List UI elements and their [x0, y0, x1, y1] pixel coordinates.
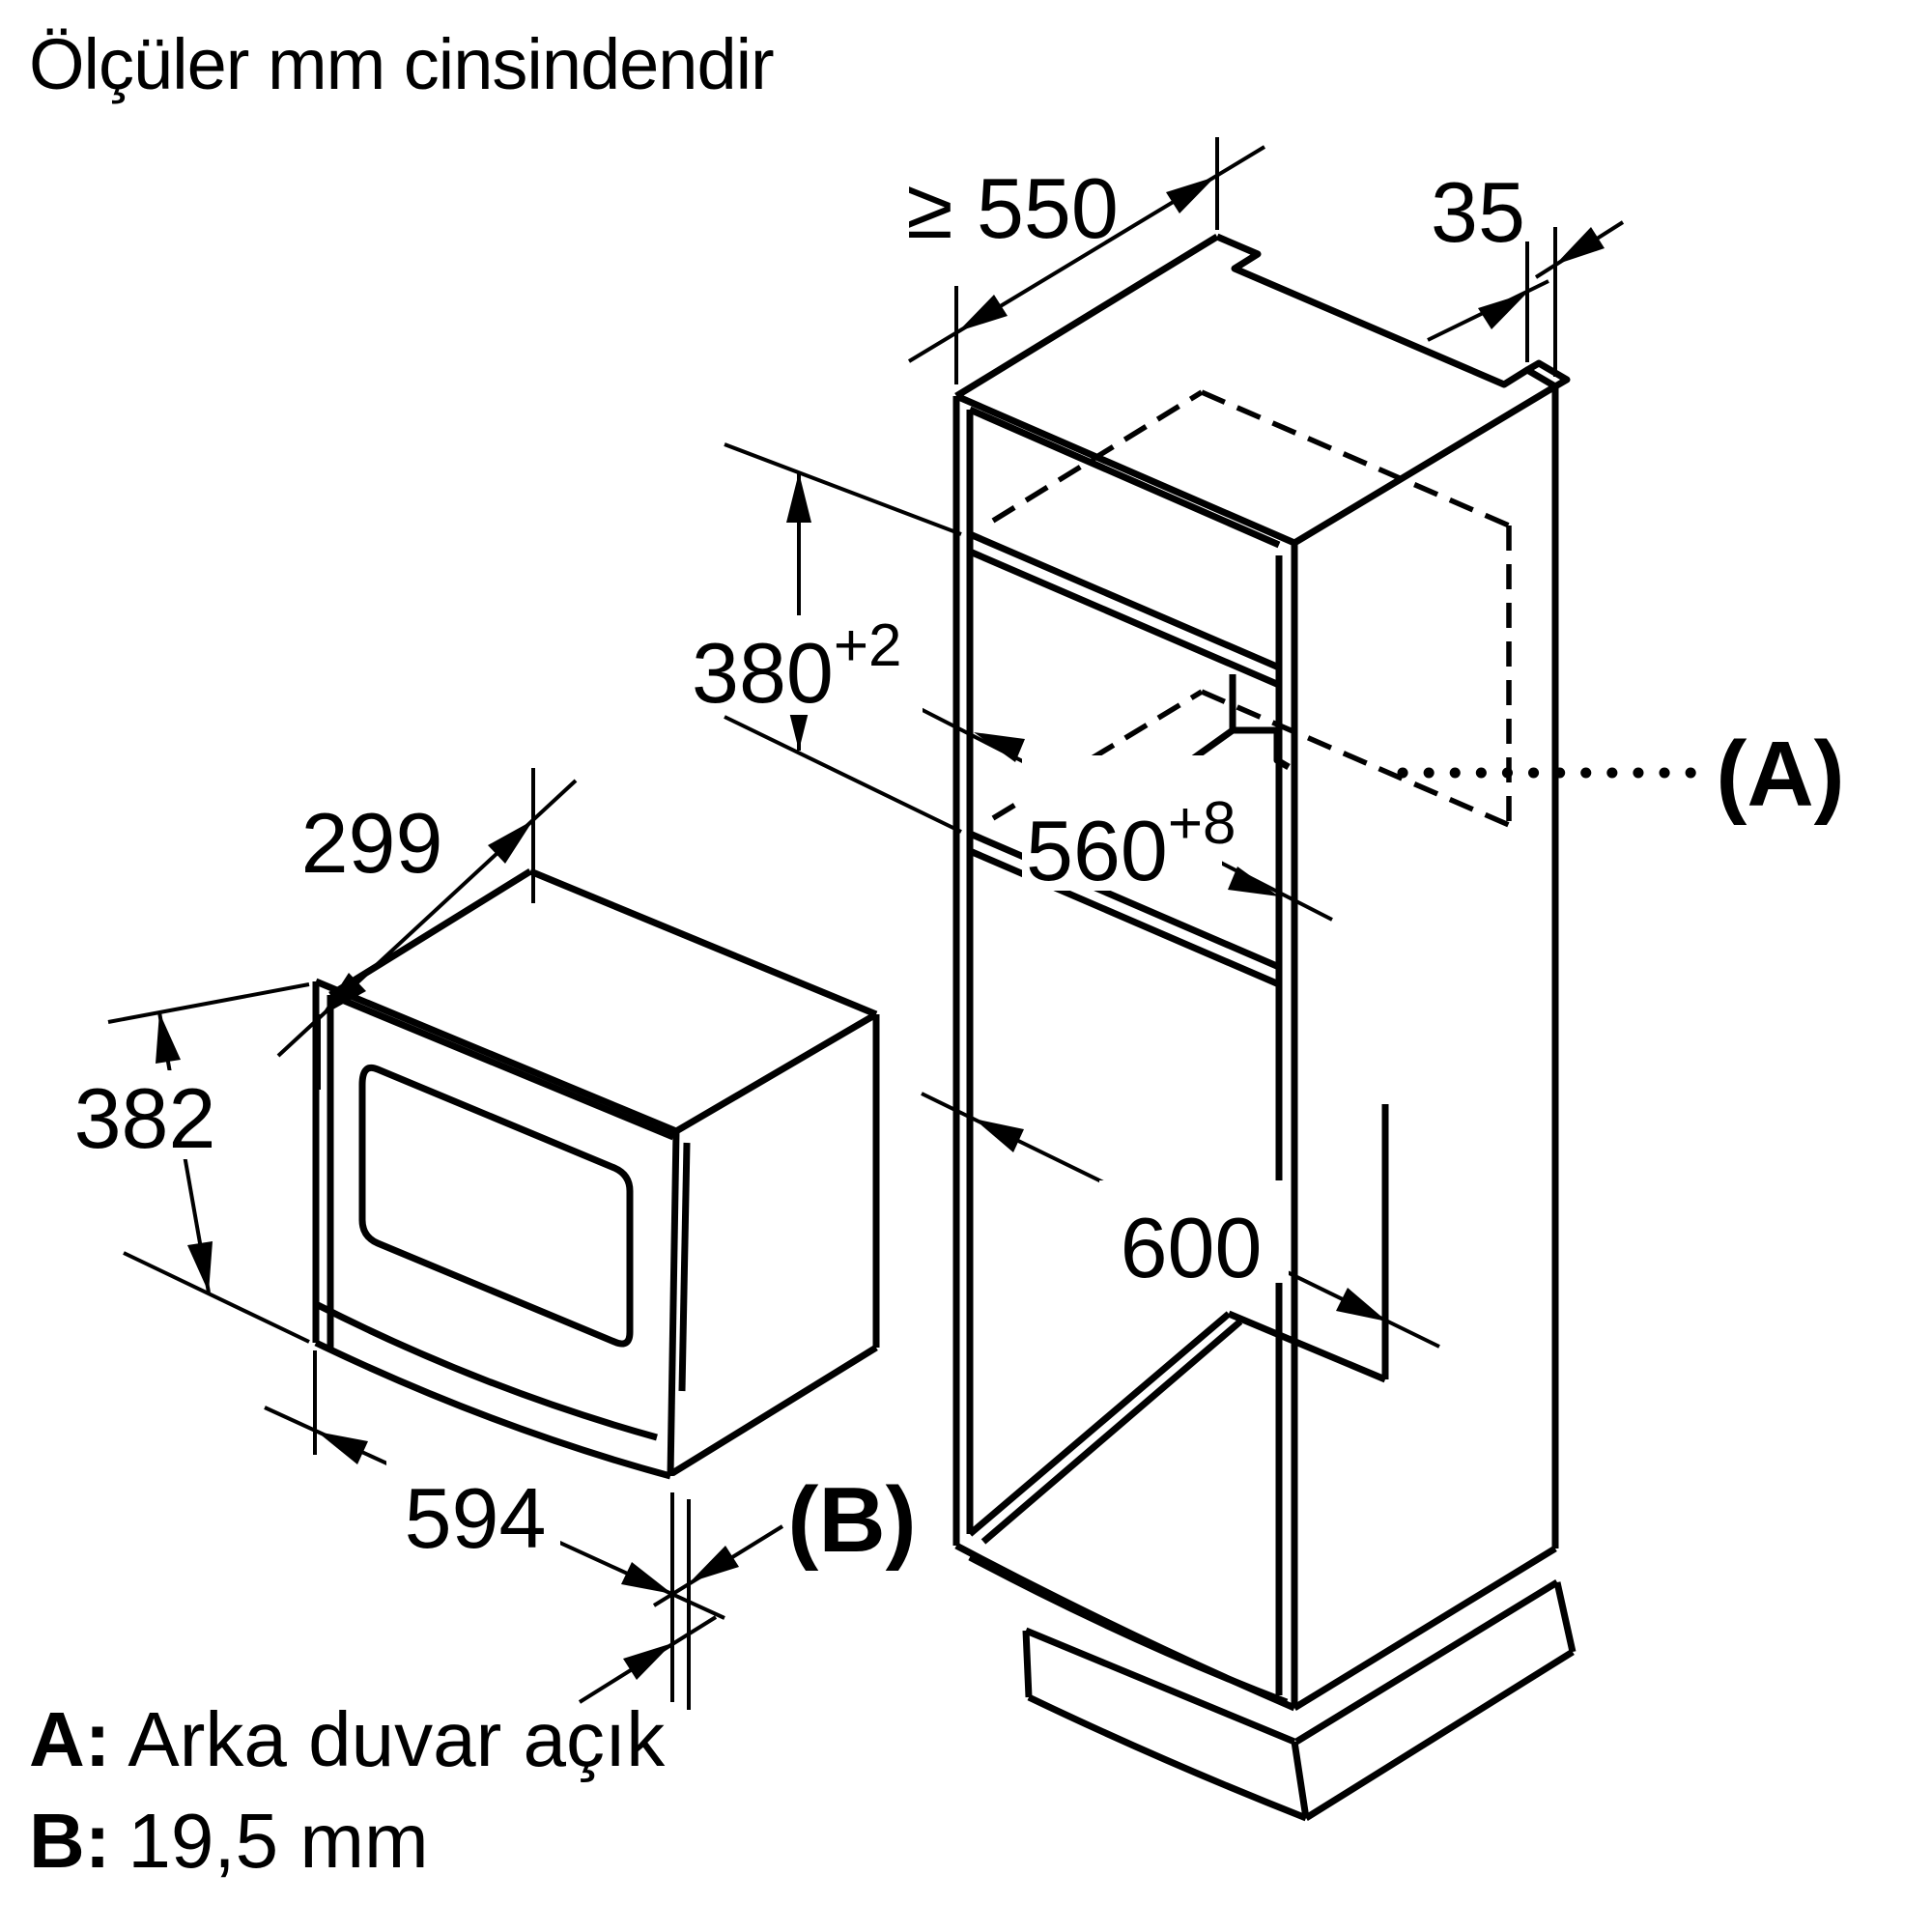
- dim-appliance-depth: [276, 768, 578, 1090]
- label-appliance-width: 594: [405, 1470, 547, 1566]
- dim-top-rear-gap: [1427, 220, 1625, 377]
- niche-width-tolerance: +8: [1168, 790, 1236, 857]
- legend-b-key: B:: [29, 1798, 110, 1884]
- dim-door-protrusion: [578, 1492, 784, 1710]
- cabinet-shelves: [968, 530, 1281, 988]
- mask-600: [1099, 1180, 1289, 1283]
- label-ref-a: (A): [1716, 723, 1844, 826]
- page-title: Ölçüler mm cinsindendir: [29, 24, 774, 104]
- niche-width-value: 560: [1026, 803, 1168, 898]
- mask-382: [46, 1070, 244, 1159]
- legend-b-text: 19,5 mm: [128, 1798, 428, 1884]
- label-lower-niche: 600: [1121, 1200, 1263, 1295]
- label-niche-width: 560+8: [1026, 790, 1236, 898]
- cabinet-plinth: [1022, 1579, 1577, 1822]
- legend-a-key: A:: [29, 1696, 110, 1782]
- lower-compartment-interior: [967, 1104, 1389, 1545]
- label-cabinet-depth: ≥ 550: [906, 160, 1119, 256]
- label-appliance-height: 382: [74, 1070, 216, 1166]
- legend-line-b: B:19,5 mm: [29, 1798, 429, 1884]
- niche-height-value: 380: [692, 625, 834, 721]
- mask-594: [386, 1455, 560, 1555]
- microwave-door-window: [358, 1064, 634, 1348]
- label-appliance-depth: 299: [301, 795, 443, 891]
- label-niche-height: 380+2: [692, 612, 902, 721]
- niche-height-tolerance: +2: [834, 612, 902, 679]
- mask-560: [1022, 755, 1222, 891]
- mask-380: [686, 623, 923, 715]
- microwave-outline: [312, 867, 880, 1480]
- legend-a-text: Arka duvar açık: [128, 1696, 666, 1782]
- legend-line-a: A:Arka duvar açık: [29, 1696, 666, 1782]
- label-top-rear-gap: 35: [1431, 164, 1525, 260]
- label-ref-b: (B): [787, 1468, 916, 1572]
- dim-cabinet-depth: [907, 137, 1266, 384]
